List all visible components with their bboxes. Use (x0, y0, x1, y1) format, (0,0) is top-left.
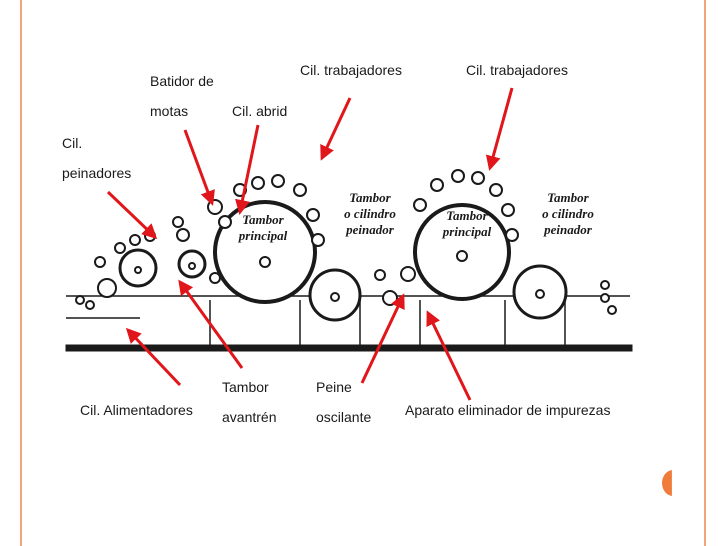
label-peine-oscilante: Peine oscilante (316, 379, 372, 425)
pointer-arrows (106, 87, 514, 401)
main-drum-2 (413, 203, 511, 301)
comber-drum-1 (308, 268, 362, 322)
worker-rollers (75, 169, 617, 315)
label-batidor-de-motas: Batidor de motas (150, 73, 214, 119)
label-cil-abrid: Cil. abrid (232, 103, 288, 119)
label-cil-peinadores: Cil. peinadores (62, 135, 132, 181)
label-aparato-eliminador: Aparato eliminador de impurezas (405, 402, 611, 418)
label-cil-trabajadores-2: Cil. trabajadores (466, 62, 568, 78)
label-cil-alimentadores: Cil. Alimentadores (80, 402, 193, 418)
label-tambor-avantren: Tambor avantrén (222, 379, 277, 425)
drum-label-principal-1: Tambor principal (238, 212, 288, 243)
decorative-corner-dot (662, 470, 672, 496)
taker-in-drum (97, 248, 207, 298)
left-frame-line (20, 0, 22, 546)
drum-label-peinador-1: Tambor o cilindro peinador (344, 190, 396, 237)
right-frame-line (704, 0, 706, 546)
main-drum-1 (213, 200, 317, 304)
drum-label-peinador-2: Tambor o cilindro peinador (542, 190, 594, 237)
label-cil-trabajadores-1: Cil. trabajadores (300, 62, 402, 78)
drum-label-principal-2: Tambor principal (442, 208, 492, 239)
comber-drum-2 (512, 264, 568, 320)
